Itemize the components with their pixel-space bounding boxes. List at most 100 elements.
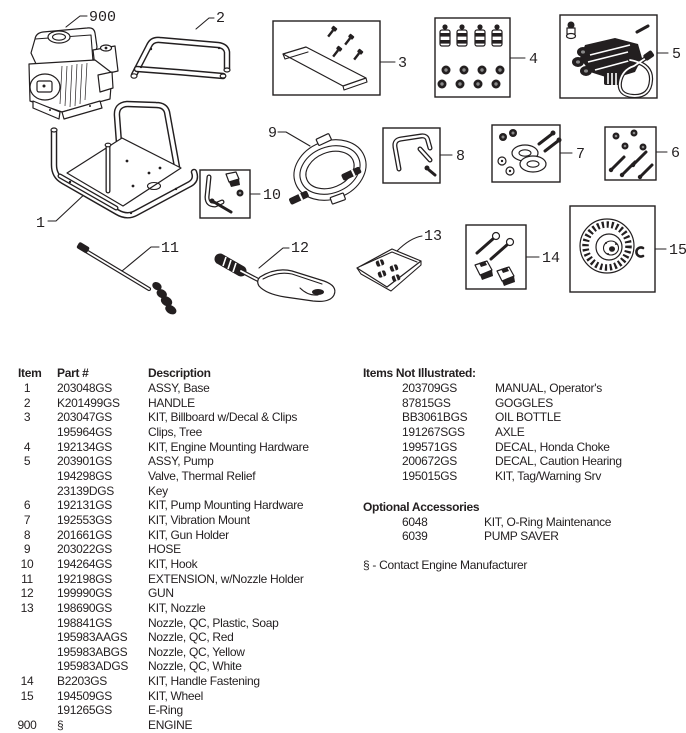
table-row: 2 K201499GS HANDLE xyxy=(14,396,360,411)
description-cell: OIL BOTTLE xyxy=(495,410,561,425)
callout-14: 14 xyxy=(542,250,560,267)
item-number-cell: 6 xyxy=(23,498,31,513)
part-number-cell: 203022GS xyxy=(57,542,112,557)
isolator-stacks xyxy=(439,24,503,47)
part-number-cell: 192198GS xyxy=(57,571,112,586)
description-cell: DECAL, Caution Hearing xyxy=(495,454,622,469)
description-cell: ASSY, Base xyxy=(148,381,210,395)
part-number-cell: 194509GS xyxy=(57,688,112,703)
description-cell: KIT, Handle Fastening xyxy=(148,674,260,689)
description-cell: KIT, Tag/Warning Srv xyxy=(495,468,602,483)
part-number-cell: B2203GS xyxy=(57,674,107,689)
optional-accessories-title: Optional Accessories xyxy=(363,499,480,514)
part-number-cell: 198690GS xyxy=(57,600,112,615)
table-row: 203709GS MANUAL, Operator's xyxy=(363,381,683,396)
item-number-cell xyxy=(14,425,40,440)
description-cell: KIT, Engine Mounting Hardware xyxy=(148,439,309,454)
table-row: 13 198690GS KIT, Nozzle xyxy=(14,601,360,616)
item-number-cell xyxy=(14,484,40,499)
header-part-number: Part # xyxy=(57,366,89,380)
part-number-cell: 201661GS xyxy=(57,527,112,542)
description-cell: PUMP SAVER xyxy=(484,529,559,544)
part-number-cell: 203709GS xyxy=(402,381,457,395)
table-row: 191267SGS AXLE xyxy=(363,425,683,440)
part-number-cell: K201499GS xyxy=(57,395,120,410)
part-number-cell: 199990GS xyxy=(57,586,112,601)
hose-illustration: 9 xyxy=(268,125,367,205)
callout-3: 3 xyxy=(398,55,407,72)
part-number-cell: 195964GS xyxy=(57,424,112,439)
parts-table-rows: 1 203048GS ASSY, Base 2 K201499GS HANDLE… xyxy=(14,381,360,733)
table-row: 195983AAGS Nozzle, QC, Red xyxy=(14,630,360,645)
part-number-cell: 203048GS xyxy=(57,381,112,395)
table-row: 9 203022GS HOSE xyxy=(14,542,360,557)
part-number-cell: 191267SGS xyxy=(402,424,465,439)
description-cell: Nozzle, QC, Plastic, Soap xyxy=(148,615,279,630)
description-cell: Key xyxy=(148,483,168,498)
table-row: BB3061BGS OIL BOTTLE xyxy=(363,410,683,425)
description-cell: GUN xyxy=(148,586,174,601)
engine-footnote: § - Contact Engine Manufacturer xyxy=(363,557,528,572)
part-number-cell: 195983ABGS xyxy=(57,644,128,659)
part-number-cell: 194298GS xyxy=(57,468,112,483)
item-number-cell: 8 xyxy=(23,527,31,542)
table-row: 8 201661GS KIT, Gun Holder xyxy=(14,528,360,543)
table-row: 200672GS DECAL, Caution Hearing xyxy=(363,454,683,469)
description-cell: KIT, O-Ring Maintenance xyxy=(484,514,612,529)
table-row: 198841GS Nozzle, QC, Plastic, Soap xyxy=(14,616,360,631)
description-cell: EXTENSION, w/Nozzle Holder xyxy=(148,571,304,586)
item-number-cell xyxy=(14,659,40,674)
description-cell: Nozzle, QC, White xyxy=(148,659,242,674)
callout-7: 7 xyxy=(576,146,585,163)
engine-mounting-hardware-illustration: 4 xyxy=(434,17,538,98)
description-cell: MANUAL, Operator's xyxy=(495,381,602,395)
item-number-cell: 14 xyxy=(20,674,34,689)
description-cell: E-Ring xyxy=(148,703,183,718)
table-row: 6048 KIT, O-Ring Maintenance xyxy=(363,515,683,530)
item-number-cell: 9 xyxy=(23,542,31,557)
item-number-cell: 5 xyxy=(23,454,31,469)
pump-mounting-hardware-illustration: 6 xyxy=(604,126,680,181)
callout-900: 900 xyxy=(89,9,116,26)
table-row: 199571GS DECAL, Honda Choke xyxy=(363,440,683,455)
table-row: 14 B2203GS KIT, Handle Fastening xyxy=(14,674,360,689)
callout-11: 11 xyxy=(161,240,179,257)
description-cell: KIT, Billboard w/Decal & Clips xyxy=(148,410,298,425)
description-cell: KIT, Hook xyxy=(148,556,198,571)
item-number-cell: 12 xyxy=(20,586,34,601)
table-row: 900 § ENGINE xyxy=(14,718,360,733)
gun-illustration: 12 xyxy=(214,240,336,302)
description-cell: HANDLE xyxy=(148,395,195,410)
pump-assembly-illustration: 5 xyxy=(559,14,681,99)
exploded-parts-diagram: 900 2 1 xyxy=(28,9,686,315)
item-number-cell xyxy=(14,703,40,718)
description-cell: Valve, Thermal Relief xyxy=(148,468,256,483)
engine-illustration: 900 xyxy=(28,9,119,120)
description-cell: ENGINE xyxy=(148,718,193,733)
table-row: 87815GS GOGGLES xyxy=(363,396,683,411)
callout-10: 10 xyxy=(263,187,281,204)
item-number-cell: 1 xyxy=(23,381,31,395)
description-cell: KIT, Pump Mounting Hardware xyxy=(148,498,304,513)
item-number-cell: 900 xyxy=(17,718,37,733)
description-cell: GOGGLES xyxy=(495,395,553,410)
description-cell: Nozzle, QC, Red xyxy=(148,630,234,645)
part-number-cell: 195983AAGS xyxy=(57,630,128,645)
item-number-cell: 4 xyxy=(23,439,31,454)
table-row: 191265GS E-Ring xyxy=(14,703,360,718)
table-row: 10 194264GS KIT, Hook xyxy=(14,557,360,572)
item-number-cell: 3 xyxy=(23,410,31,425)
items-not-illustrated-title: Items Not Illustrated: xyxy=(363,366,476,380)
description-cell: HOSE xyxy=(148,542,181,557)
part-number-cell: 203901GS xyxy=(57,454,112,469)
callout-13: 13 xyxy=(424,228,442,245)
part-number-cell: 195015GS xyxy=(402,468,457,483)
part-number-cell: BB3061BGS xyxy=(402,410,468,425)
part-number-cell: 87815GS xyxy=(402,395,451,410)
description-cell: AXLE xyxy=(495,424,525,439)
table-row: 6 192131GS KIT, Pump Mounting Hardware xyxy=(14,498,360,513)
callout-8: 8 xyxy=(456,148,465,165)
part-number-cell: 192131GS xyxy=(57,498,112,513)
part-number-cell: 192553GS xyxy=(57,512,112,527)
item-number-cell xyxy=(14,645,40,660)
